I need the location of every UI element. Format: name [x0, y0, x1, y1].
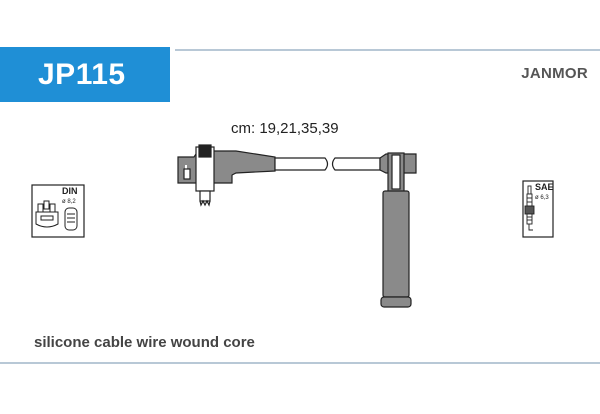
cable-lengths: cm: 19,21,35,39 — [231, 120, 339, 137]
din-badge: DIN ø 8,2 — [31, 184, 85, 238]
plug-end-connector — [379, 152, 417, 308]
part-code: JP115 — [38, 57, 126, 91]
sae-badge: SAE ø 6,3 — [522, 180, 554, 238]
din-label: DIN — [62, 186, 78, 196]
sae-diameter: ø 6,3 — [535, 195, 549, 201]
part-code-badge: JP115 — [0, 47, 170, 102]
header-divider — [175, 49, 600, 51]
brand-name: JANMOR — [521, 65, 588, 82]
cable-wire — [274, 157, 381, 171]
coil-end-connector — [177, 144, 276, 207]
din-diameter: ø 8,2 — [62, 199, 76, 205]
distributor-cap-icon — [35, 200, 59, 228]
sae-label: SAE — [535, 182, 554, 192]
ignition-cable-drawing — [177, 144, 417, 308]
product-description: silicone cable wire wound core — [34, 334, 255, 351]
plug-boot-icon — [64, 207, 78, 231]
spark-plug-icon — [524, 185, 535, 231]
footer-divider — [0, 362, 600, 364]
